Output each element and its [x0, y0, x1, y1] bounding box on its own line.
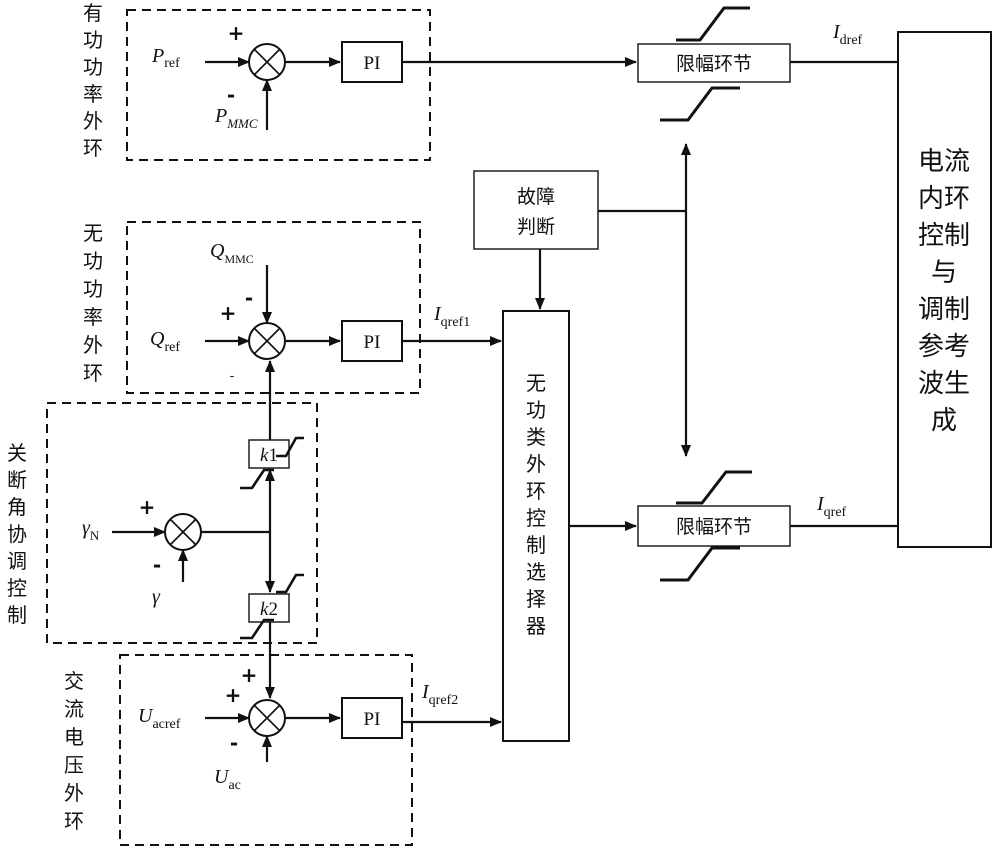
loop-label-gamma-0: 关 [7, 441, 27, 465]
q-ref-label: Qref [150, 328, 180, 355]
loop-label-gamma-4: 调 [7, 549, 27, 573]
plus-sign-reactive: + [220, 301, 237, 325]
pi-label-active: PI [364, 53, 381, 74]
i-qref-label: Iqref [816, 493, 847, 520]
minus-sign-gamma: - [153, 553, 161, 577]
pi-block-voltage [341, 697, 403, 739]
inner-loop-label-2: 控制 [918, 221, 970, 251]
loop-label-active-0: 有 [83, 1, 103, 25]
plus-sign-gamma: + [139, 495, 156, 519]
loop-label-reactive-1: 功 [83, 249, 103, 273]
loop-label-voltage-0: 交 [64, 669, 84, 693]
plus-sign-active: + [228, 21, 245, 45]
loop-label-active-4: 外 [83, 109, 103, 133]
loop-label-active-1: 功 [83, 28, 103, 52]
selector-label-6: 制 [526, 533, 546, 557]
loop-label-reactive-4: 外 [83, 333, 103, 357]
k2-label: k2 [260, 599, 278, 620]
loop-label-gamma-5: 控 [7, 576, 27, 600]
plus-sign-voltage-top: + [241, 663, 258, 687]
fault-detect-label-0: 故障 [517, 186, 555, 208]
gamma-label: γ [152, 586, 161, 608]
loop-label-voltage-1: 流 [64, 697, 84, 721]
minus-sign-reactive-bottom: - [230, 369, 235, 384]
selector-label-1: 功 [526, 398, 546, 422]
i-qref2-label: Iqref2 [421, 681, 458, 708]
selector-label-9: 器 [526, 614, 546, 638]
loop-label-active-5: 环 [83, 136, 103, 160]
selector-label-3: 外 [526, 452, 546, 476]
minus-sign-active: - [227, 83, 235, 107]
minus-sign-voltage: - [230, 731, 238, 755]
pi-label-reactive: PI [364, 332, 381, 353]
loop-label-voltage-3: 压 [64, 753, 84, 777]
fault-detect-label-1: 判断 [517, 216, 555, 238]
loop-label-reactive-0: 无 [83, 221, 103, 245]
inner-loop-label-6: 波生 [918, 369, 970, 399]
selector-label-2: 类 [526, 425, 546, 449]
active-power-loop-frame [126, 9, 431, 161]
gamma-n-label: γN [82, 517, 100, 543]
q-mmc-label: QMMC [210, 240, 254, 266]
loop-label-gamma-3: 协 [7, 522, 27, 546]
inner-loop-label-4: 调制 [918, 295, 970, 325]
loop-label-reactive-3: 率 [83, 305, 103, 329]
loop-label-active-2: 功 [83, 55, 103, 79]
loop-label-active-3: 率 [83, 82, 103, 106]
loop-label-voltage-5: 环 [64, 809, 84, 833]
extinction-angle-loop-frame [46, 402, 318, 644]
selector-label-4: 环 [526, 479, 546, 503]
minus-sign-reactive-top: - [245, 286, 253, 310]
k1-label: k1 [260, 445, 278, 466]
i-qref1-label: Iqref1 [433, 303, 470, 330]
inner-loop-label-7: 成 [931, 406, 957, 436]
u-ac-label: Uac [214, 766, 241, 793]
p-ref-label: Pref [151, 45, 180, 71]
selector-label-0: 无 [526, 371, 546, 395]
selector-label-5: 控 [526, 506, 546, 530]
reactive-power-loop-frame [126, 221, 421, 394]
loop-label-gamma-1: 断 [7, 468, 27, 492]
limiter-label-d: 限幅环节 [676, 53, 752, 75]
loop-label-voltage-4: 外 [64, 781, 84, 805]
inner-loop-label-0: 电流 [918, 147, 970, 177]
current-inner-loop-block [897, 31, 992, 548]
p-mmc-label: PMMC [214, 105, 258, 131]
selector-label-8: 择 [526, 587, 546, 611]
inner-loop-label-5: 参考 [918, 332, 970, 362]
loop-label-voltage-2: 电 [64, 725, 84, 749]
limiter-label-q: 限幅环节 [676, 516, 752, 538]
loop-label-gamma-2: 角 [7, 495, 27, 519]
u-acref-label: Uacref [138, 705, 181, 732]
loop-label-gamma-6: 制 [7, 603, 27, 627]
inner-loop-label-3: 与 [931, 258, 957, 288]
loop-label-reactive-5: 环 [83, 361, 103, 385]
loop-label-reactive-2: 功 [83, 277, 103, 301]
selector-label-7: 选 [526, 560, 546, 584]
inner-loop-label-1: 内环 [918, 184, 970, 214]
pi-label-voltage: PI [364, 709, 381, 730]
plus-sign-voltage-left: + [225, 683, 242, 707]
i-dref-label: Idref [832, 21, 863, 48]
